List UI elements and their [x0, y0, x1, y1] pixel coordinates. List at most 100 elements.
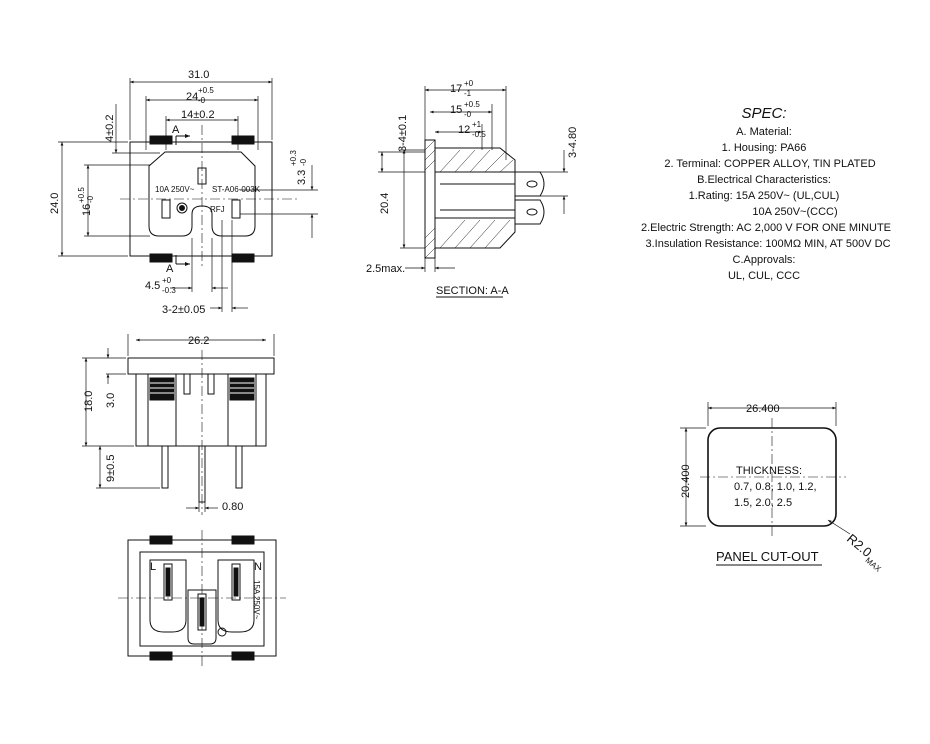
dim-24-0-label: 24.0 — [49, 193, 61, 214]
dim-3-4-80-label: 3-4.80 — [567, 127, 579, 158]
side-pin-left — [161, 445, 169, 489]
back-terminal-live-core — [165, 567, 171, 597]
back-bottom-pad-left — [149, 651, 173, 661]
spec-line: 10A 250V~(CCC) — [752, 206, 837, 218]
spec-line: UL, CUL, CCC — [728, 270, 800, 282]
side-view: 26.2 18.0 3.0 9±0.5 0.80 — [82, 334, 275, 515]
section-top-hatch — [439, 149, 514, 173]
spec-line: 1. Housing: PA66 — [722, 142, 807, 154]
back-label-n: N — [254, 561, 262, 573]
front-model-label: ST-A06-003K — [212, 185, 261, 194]
section-terminal-hole-upper — [526, 180, 538, 188]
dim-3-3-tol-upper: +0.3 — [289, 150, 298, 166]
thickness-label: THICKNESS: — [736, 465, 802, 477]
dim-3-2-label: 3-2±0.05 — [162, 304, 205, 316]
side-grip-right — [229, 377, 255, 401]
side-grip-left — [149, 377, 175, 401]
spec-line: 2. Terminal: COPPER ALLOY, TIN PLATED — [664, 158, 875, 170]
dim-17-tol-upper: +0 — [464, 79, 474, 88]
dim-15-tol-upper: +0.5 — [464, 100, 480, 109]
dim-20-4-label: 20.4 — [379, 193, 391, 214]
back-cavity-live — [149, 559, 187, 633]
radius-suffix: MAX — [864, 556, 884, 574]
section-a-top-label: A — [172, 124, 180, 136]
section-bottom-housing — [434, 217, 516, 249]
radius-leader — [827, 519, 851, 535]
back-bottom-pad-right — [231, 651, 255, 661]
dim-26-2-label: 26.2 — [188, 335, 209, 347]
dim-4-label: 4±0.2 — [104, 115, 116, 142]
dim-15-tol-lower: -0 — [464, 110, 472, 119]
section-terminal-upper — [514, 171, 545, 197]
dim-3-3-tol-lower: -0 — [299, 158, 308, 166]
back-view: L N 15A 250V~ — [118, 530, 286, 666]
dim-16-tol-lower: -0 — [86, 195, 95, 203]
section-flange — [424, 139, 436, 259]
side-pin-right — [235, 445, 243, 489]
spec-line: A. Material: — [736, 126, 792, 138]
dim-3-4-label: 3-4±0.1 — [397, 115, 409, 152]
front-rfj-label: RFJ — [210, 205, 225, 214]
dim-17-tol-lower: -1 — [464, 89, 472, 98]
dim-24-tol-upper: +0.5 — [198, 86, 214, 95]
section-caption: SECTION: A-A — [436, 285, 509, 297]
panel-cutout: 26.400 20.400 THICKNESS: 0.7, 0.8, 1.0, … — [680, 402, 884, 574]
dim-12-tol-lower: -0.5 — [472, 130, 486, 139]
side-flange — [127, 357, 275, 375]
thickness-values-2: 1.5, 2.0, 2.5 — [734, 497, 792, 509]
dim-4-5-tol-lower: -0.3 — [162, 286, 176, 295]
front-logo-dot — [179, 205, 185, 211]
dim-17-label: 17 — [450, 83, 462, 95]
section-terminal-hole-lower — [526, 208, 538, 216]
panel-cutout-caption: PANEL CUT-OUT — [716, 549, 819, 564]
dim-24-tol-lower: -0 — [198, 96, 206, 105]
dim-2-5-label: 2.5max. — [366, 263, 405, 275]
side-rib — [183, 373, 191, 395]
back-top-pad-left — [149, 535, 173, 545]
dim-4-5-tol-upper: +0 — [162, 276, 172, 285]
section-bottom-hatch — [439, 219, 511, 249]
back-ground-symbol — [217, 627, 227, 637]
dim-18-label: 18.0 — [83, 391, 95, 412]
side-grip-left-ribs — [150, 382, 174, 394]
back-terminal-neutral-core — [233, 567, 239, 597]
dim-12-tol-upper: +1 — [472, 120, 482, 129]
back-terminal-live — [163, 563, 173, 601]
section-a-bottom-label: A — [166, 263, 174, 275]
front-neutral-contact — [231, 199, 241, 219]
dim-14-label: 14±0.2 — [181, 109, 215, 121]
front-logo-mark — [176, 202, 188, 214]
spec-line: 1.Rating: 15A 250V~ (UL,CUL) — [689, 190, 840, 202]
section-flange-hatch — [424, 139, 436, 259]
spec-title: SPEC: — [741, 105, 786, 122]
spec-line: 2.Electric Strength: AC 2,000 V FOR ONE … — [641, 222, 891, 234]
back-cavity-neutral — [217, 559, 255, 633]
radius-callout: R2.0 MAX — [844, 531, 884, 574]
front-top-pad-left — [149, 135, 173, 145]
dim-31-label: 31.0 — [188, 69, 209, 81]
spec-line: B.Electrical Characteristics: — [697, 174, 831, 186]
thickness-values-1: 0.7, 0.8, 1.0, 1.2, — [734, 481, 817, 493]
front-bottom-pad-right — [231, 253, 255, 263]
section-view: 17 +0 -1 15 +0.5 -0 12 +1 -0.5 3-4±0.1 2… — [366, 79, 579, 298]
front-view: 10A 250V~ ST-A06-003K RFJ 31.0 24 +0.5 -… — [49, 69, 318, 316]
dim-3-3-label: 3.3 — [296, 170, 308, 185]
side-grip-right-ribs — [230, 382, 254, 394]
dim-4-5-label: 4.5 — [145, 280, 160, 292]
cutout-height-label: 20.400 — [680, 464, 692, 498]
spec-line: C.Approvals: — [733, 254, 796, 266]
dim-9-label: 9±0.5 — [105, 455, 117, 482]
section-cavity — [434, 171, 516, 219]
dim-16-tol-upper: +0.5 — [77, 187, 86, 203]
dim-16-label: 16 — [81, 204, 93, 216]
dim-0-8-label: 0.80 — [222, 501, 243, 513]
back-terminal-neutral — [231, 563, 241, 601]
back-label-l: L — [150, 561, 156, 573]
dim-15-label: 15 — [450, 104, 462, 116]
section-top-housing — [434, 147, 516, 173]
spec-line: 3.Insulation Resistance: 100MΩ MIN, AT 5… — [645, 238, 890, 250]
back-top-pad-right — [231, 535, 255, 545]
back-cavity-earth — [187, 589, 217, 645]
back-rating-label: 15A 250V~ — [252, 580, 261, 620]
